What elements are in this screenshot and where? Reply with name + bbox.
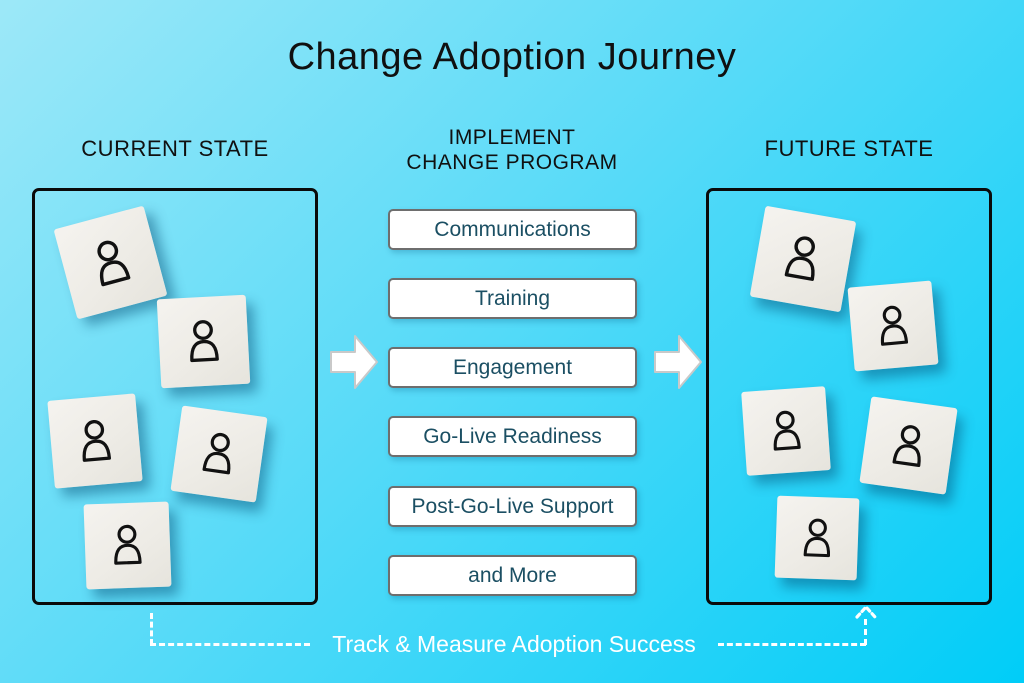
person-tile: [847, 280, 939, 372]
person-icon: [202, 433, 231, 475]
tracking-dashed-line-right-vertical: [864, 619, 867, 645]
person-icon: [96, 240, 130, 287]
tracking-dashed-line-right: [718, 643, 866, 646]
right-arrow-icon: [330, 335, 378, 389]
person-icon: [803, 518, 830, 557]
step-engagement: Engagement: [388, 347, 637, 388]
person-icon: [190, 319, 219, 362]
person-icon: [892, 424, 921, 467]
step-training: Training: [388, 278, 637, 319]
person-icon: [785, 236, 816, 282]
step-go-live-readiness: Go-Live Readiness: [388, 416, 637, 457]
person-icon: [773, 410, 801, 451]
person-icon: [82, 419, 111, 462]
tracking-dashed-line-left: [150, 643, 310, 646]
person-tile: [83, 501, 172, 590]
person-tile: [47, 393, 143, 489]
implement-header-line2: CHANGE PROGRAM: [406, 151, 618, 175]
person-tile: [859, 396, 958, 495]
step-communications: Communications: [388, 209, 637, 250]
page-title: Change Adoption Journey: [287, 36, 737, 78]
person-icon: [114, 524, 142, 565]
person-tile: [156, 294, 251, 389]
person-tile: [741, 386, 831, 476]
future-state-header: FUTURE STATE: [764, 136, 934, 161]
person-tile: [774, 495, 860, 581]
future-state-box: [706, 188, 992, 605]
person-icon: [880, 305, 908, 346]
person-tile: [749, 205, 857, 313]
person-tile: [170, 405, 268, 503]
current-state-box: [32, 188, 318, 605]
current-state-header: CURRENT STATE: [81, 136, 269, 161]
step-and-more: and More: [388, 555, 637, 596]
person-tile: [53, 205, 168, 320]
up-arrowhead-icon: [855, 604, 877, 619]
implement-change-program-header: IMPLEMENT CHANGE PROGRAM: [377, 125, 647, 175]
right-arrow-icon: [654, 335, 702, 389]
step-post-go-live-support: Post-Go-Live Support: [388, 486, 637, 527]
implement-header-line1: IMPLEMENT: [448, 126, 576, 149]
tracking-dashed-line-left-vertical: [150, 613, 153, 645]
tracking-label: Track & Measure Adoption Success: [332, 631, 696, 657]
